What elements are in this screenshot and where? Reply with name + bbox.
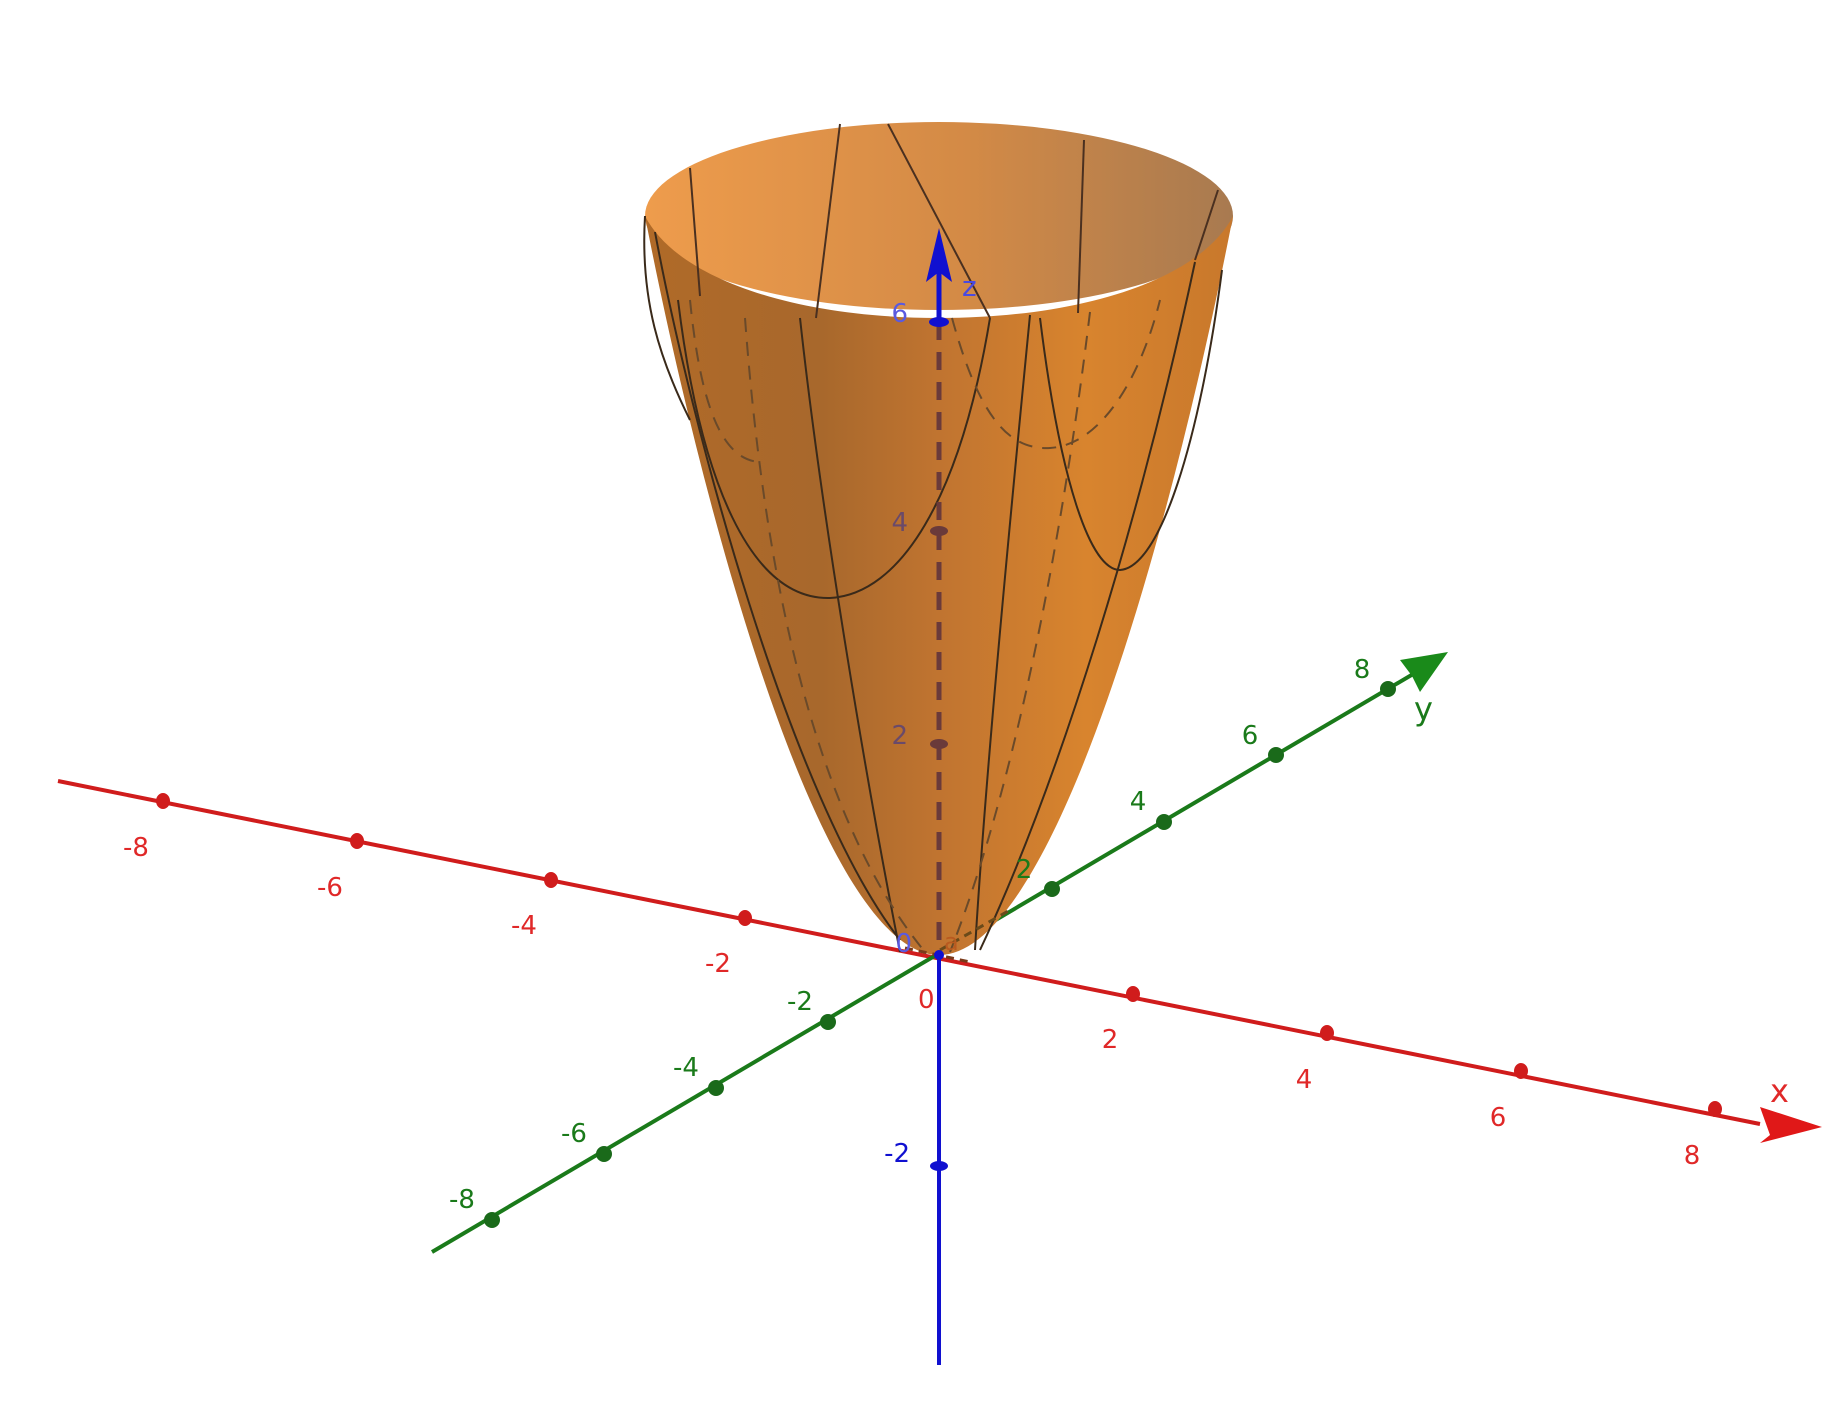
- y-axis-ticks: [484, 681, 1396, 1228]
- x-tick-label: 6: [1490, 1103, 1507, 1133]
- origin-point: [934, 950, 944, 960]
- paraboloid-surface[interactable]: [645, 216, 1233, 955]
- x-axis-label: x: [1770, 1072, 1789, 1110]
- y-axis-arrow: [1400, 652, 1448, 692]
- z-tick-minus2: [930, 1161, 948, 1171]
- z-tick-label: 4: [891, 508, 908, 538]
- z-origin-label: 0: [895, 929, 912, 959]
- z-axis-arrow: [926, 228, 952, 282]
- y-tick-label: 6: [1242, 721, 1259, 751]
- x-axis-ticks: [156, 793, 1722, 1117]
- surface-mesh-front: [643, 215, 1223, 953]
- z-axis-label: z: [962, 270, 977, 303]
- x-origin-label: 0: [918, 985, 935, 1015]
- x-tick-label: 4: [1296, 1065, 1313, 1095]
- x-axis-line: [57, 779, 1761, 1126]
- x-tick-label: 2: [1102, 1025, 1119, 1055]
- y-tick-label: 4: [1130, 787, 1147, 817]
- x-axis-arrow: [1760, 1107, 1822, 1143]
- y-tick-label: -6: [561, 1119, 587, 1149]
- z-tick-label: 6: [891, 299, 908, 329]
- y-tick-label: 2: [1016, 855, 1033, 885]
- y-tick-label: -8: [449, 1185, 475, 1215]
- y-axis-tick-labels: -8 -6 -4 -2 2 4 6 8: [449, 655, 1370, 1215]
- z-tick-label: 2: [891, 721, 908, 751]
- surface-label: a: [944, 928, 959, 956]
- z-tick-2: [930, 739, 948, 749]
- x-tick-label: -4: [511, 911, 537, 941]
- z-tick-4: [930, 526, 948, 536]
- z-tick-6: [929, 317, 949, 327]
- x-tick-label: -8: [123, 833, 149, 863]
- y-tick-label: 8: [1354, 655, 1371, 685]
- surface-rim-lines: [689, 123, 1219, 319]
- x-tick-label: 8: [1684, 1141, 1701, 1171]
- y-tick-label: -4: [673, 1053, 699, 1083]
- x-tick-label: -2: [705, 949, 731, 979]
- paraboloid-rim-interior[interactable]: [645, 122, 1233, 310]
- x-tick-label: -6: [317, 873, 343, 903]
- y-tick-label: -2: [787, 987, 813, 1017]
- surface-mesh-hidden: [689, 299, 1161, 953]
- y-axis-label: y: [1414, 690, 1433, 728]
- x-axis-tick-labels: -8 -6 -4 -2 2 4 6 8: [123, 833, 1700, 1171]
- z-tick-label: -2: [884, 1139, 910, 1169]
